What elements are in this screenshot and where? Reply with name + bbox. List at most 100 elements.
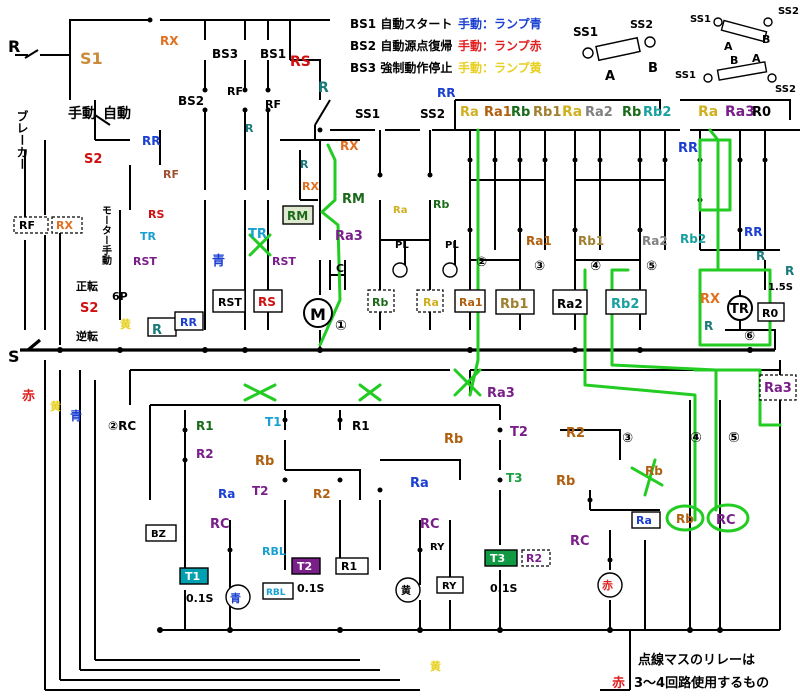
diagram-label: SS2	[420, 107, 445, 121]
diagram-label: ⑤	[646, 259, 657, 274]
diagram-label: Ra1	[484, 105, 512, 120]
diagram-label: RR	[142, 134, 160, 148]
diagram-label: 0.1S	[490, 582, 517, 595]
diagram-label: SS1	[690, 14, 711, 25]
diagram-label: M	[310, 305, 326, 324]
diagram-label: SS2	[630, 18, 653, 31]
diagram-label: Ra3	[764, 381, 792, 396]
diagram-label: R1	[352, 419, 370, 433]
diagram-label: ⑥	[744, 329, 755, 344]
diagram-label: RX	[302, 180, 319, 193]
diagram-label: 黄	[430, 659, 441, 673]
diagram-label: Ra3	[487, 386, 515, 401]
diagram-label: Ra	[393, 205, 407, 216]
diagram-label: 黄	[50, 399, 61, 413]
diagram-label: A	[724, 40, 733, 53]
diagram-label: R1	[196, 419, 214, 433]
diagram-label: 赤	[22, 388, 35, 404]
diagram-label: 青	[230, 591, 241, 605]
diagram-label: Ra	[460, 105, 479, 120]
diagram-label: RBL	[266, 588, 286, 598]
footnote-line2: 3～4回路使用するもの	[634, 675, 769, 691]
diagram-label: B	[762, 33, 770, 46]
diagram-label: R2	[566, 426, 585, 441]
diagram-label: BS3	[212, 47, 238, 61]
diagram-label: R	[300, 158, 309, 171]
diagram-label: 1.5S	[768, 282, 793, 293]
diagram-label: BZ	[151, 529, 166, 540]
diagram-label: T3	[490, 552, 505, 565]
diagram-label: C	[336, 262, 344, 275]
diagram-label: RC	[716, 513, 736, 528]
lower-contacts	[157, 417, 723, 633]
diagram-label: Ra3	[335, 229, 363, 244]
diagram-label: 黄	[401, 584, 411, 597]
diagram-label: RBL	[262, 545, 286, 558]
diagram-label: TR	[730, 302, 749, 317]
diagram-label: T2	[297, 560, 312, 573]
diagram-label: ⑤	[728, 430, 740, 446]
diagram-label: S2	[80, 301, 98, 316]
diagram-label: Rb1	[500, 297, 528, 312]
diagram-label: R0	[752, 105, 771, 120]
legend-blue: 手動：ランプ青	[458, 16, 542, 31]
diagram-label: RY	[430, 542, 445, 553]
diagram-label: ブレーカー	[15, 109, 29, 170]
diagram-label: Rb	[433, 198, 449, 211]
diagram-label: Ra	[410, 476, 429, 491]
diagram-label: RST	[218, 296, 242, 309]
diagram-label: S2	[84, 152, 102, 167]
diagram-label: Rb	[372, 296, 388, 309]
diagram-label: RF	[19, 219, 35, 232]
diagram-label: Ra2	[642, 234, 668, 248]
diagram-label: Rb	[676, 512, 694, 526]
diagram-label: ③	[534, 259, 545, 274]
diagram-label: RF	[227, 85, 243, 98]
diagram-label: ①	[335, 318, 347, 334]
diagram-label: SS1	[355, 107, 380, 121]
diagram-label: RST	[133, 255, 157, 268]
legend-bs1: BS1 自動スタート	[350, 16, 452, 31]
component-boxes	[13, 17, 797, 610]
legend-bs2: BS2 自動源点復帰	[350, 38, 452, 53]
diagram-label: Rb	[622, 105, 641, 120]
diagram-label: Rb2	[643, 105, 671, 120]
diagram-label: R	[152, 323, 162, 338]
label-s1: S1	[80, 49, 103, 68]
diagram-label: ②	[476, 255, 487, 270]
diagram-label: B	[730, 54, 738, 67]
diagram-label: Rb2	[611, 297, 639, 312]
diagram-label: 手動	[68, 105, 96, 122]
diagram-label: A	[605, 69, 615, 84]
diagram-label: 自動	[103, 105, 131, 122]
diagram-label: RS	[258, 295, 276, 309]
legend-red: 手動：ランプ赤	[458, 38, 542, 53]
diagram-label: 0.1S	[297, 582, 324, 595]
diagram-label: RC	[420, 517, 440, 532]
diagram-label: A	[752, 52, 761, 65]
diagram-label: Ra1	[459, 296, 483, 309]
text-labels: BS1 自動スタート BS2 自動源点復帰 BS3 強制動作停止 手動：ランプ青…	[8, 6, 799, 691]
diagram-label: TR	[248, 227, 267, 242]
diagram-label: 黄	[120, 317, 131, 331]
diagram-label: SS1	[675, 70, 696, 81]
diagram-label: R1	[341, 560, 357, 573]
diagram-label: Rb	[444, 432, 463, 447]
diagram-label: Ra1	[526, 234, 552, 248]
diagram-label: Rb	[645, 464, 663, 478]
diagram-label: Rb	[255, 454, 274, 469]
diagram-label: 青	[212, 253, 225, 269]
legend-bs3: BS3 強制動作停止	[350, 60, 452, 75]
diagram-label: R	[318, 80, 329, 96]
diagram-label: PL	[395, 240, 409, 251]
diagram-label: SS2	[775, 84, 796, 95]
diagram-label: Rb	[511, 105, 530, 120]
diagram-label: RF	[163, 168, 179, 181]
label-s-terminal: S	[8, 347, 20, 366]
diagram-label: BS2	[178, 94, 204, 108]
footnote-red: 赤	[612, 675, 625, 691]
diagram-label: R0	[762, 307, 778, 320]
diagram-label: T1	[265, 415, 282, 429]
